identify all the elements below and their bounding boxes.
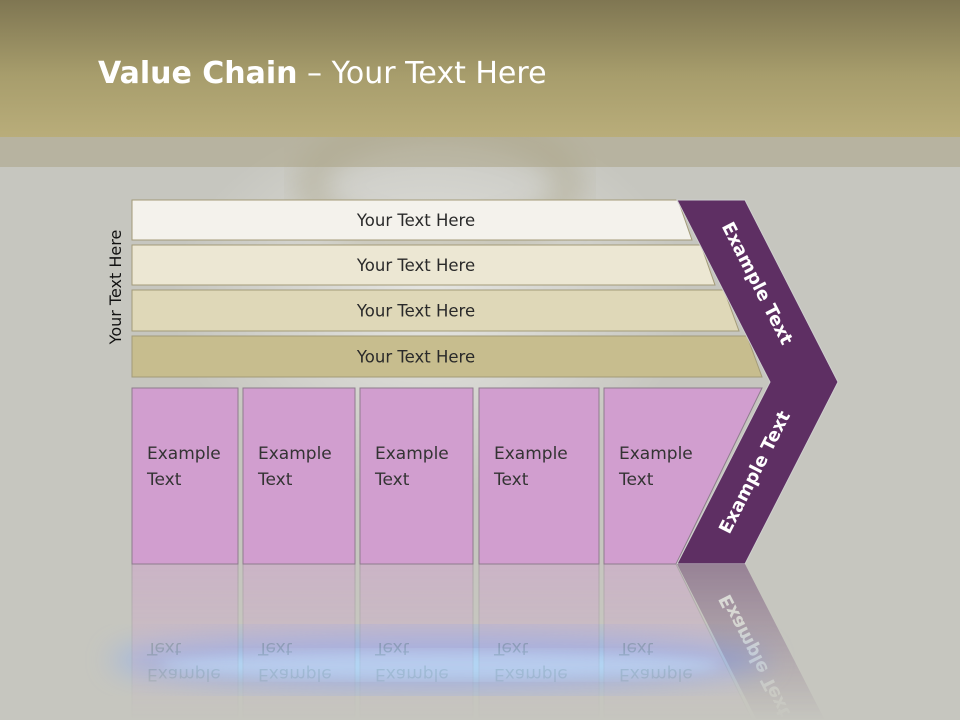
reflected-cell-shape <box>242 563 356 720</box>
primary-activity-label-line1: Example <box>147 444 221 464</box>
diagram-reflection: ExampleTextExampleTextExampleTextExample… <box>131 563 825 720</box>
reflected-cell: Example Text <box>603 563 753 720</box>
primary-activity-label-line1: Example <box>375 444 449 464</box>
primary-activity-label-line1: Example <box>619 444 693 464</box>
support-band-label: Your Text Here <box>356 211 475 230</box>
primary-activity-label-line2: Text <box>257 470 293 490</box>
reflected-cell-shape <box>478 563 600 720</box>
slide-title-rest: – Your Text Here <box>297 56 547 91</box>
support-band <box>131 335 763 378</box>
primary-activity-label-line1: Example <box>258 444 332 464</box>
reflected-cell-label-line2: Text <box>257 638 293 658</box>
primary-activity-label-line2: Text <box>374 470 410 490</box>
reflected-cell-label-line1: Example <box>619 664 693 684</box>
slide-title-bold: Value Chain <box>98 56 298 91</box>
reflected-chevron-shape <box>677 564 825 720</box>
title-bar-band <box>0 137 960 167</box>
support-band-label: Your Text Here <box>356 302 475 321</box>
support-band <box>131 289 740 332</box>
support-band <box>131 244 716 286</box>
support-band-label: Your Text Here <box>356 256 475 275</box>
reflected-cell-label-line1: Example <box>494 664 568 684</box>
slide-title: Value Chain – Your Text Here <box>98 52 547 96</box>
primary-activity-label-line1: Example <box>494 444 568 464</box>
reflected-cell-label-line1: Example <box>375 664 449 684</box>
reflected-cell-label-line2: Text <box>146 638 182 658</box>
primary-activity-label-line2: Text <box>618 470 654 490</box>
title-bar <box>0 0 960 137</box>
reflected-cell-label-line1: Example <box>258 664 332 684</box>
primary-activity-label-line2: Text <box>493 470 529 490</box>
support-band <box>131 199 693 241</box>
reflected-cell-label-line1: Example <box>147 664 221 684</box>
support-band-label: Your Text Here <box>356 348 475 367</box>
primary-activity-cell <box>478 387 600 565</box>
reflected-cell: Example Text <box>478 563 600 720</box>
primary-activity-label-line2: Text <box>146 470 182 490</box>
primary-activity-cell <box>242 387 356 565</box>
side-label: Your Text Here <box>106 230 125 346</box>
reflected-cell-shape <box>131 563 239 720</box>
reflected-cell-shape <box>603 563 753 720</box>
reflected-cell-shape <box>359 563 474 720</box>
reflected-cell-label-line2: Text <box>493 638 529 658</box>
reflected-cell-label-line2: Text <box>374 638 410 658</box>
reflected-cell: Example Text <box>359 563 474 720</box>
reflected-cell-label-line2: Text <box>618 638 654 658</box>
reflected-cell: Example Text <box>131 563 239 720</box>
primary-activity-cell <box>131 387 239 565</box>
reflected-cell: Example Text <box>242 563 356 720</box>
